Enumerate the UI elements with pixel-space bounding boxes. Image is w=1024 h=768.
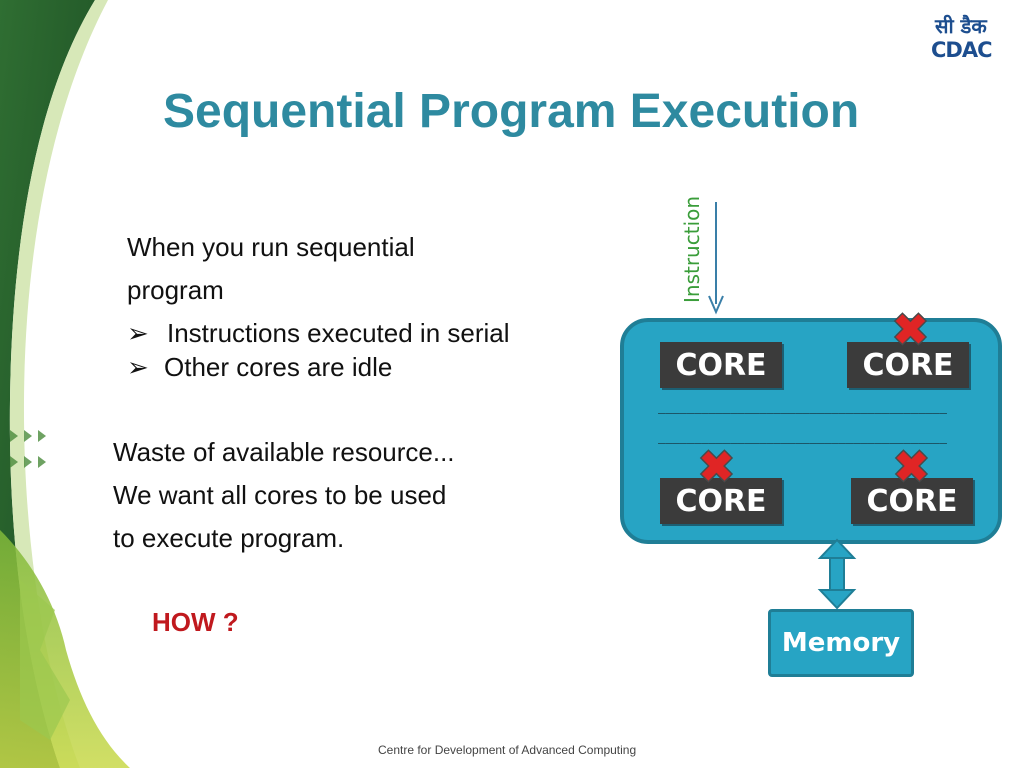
core-bottom-left: CORE <box>660 478 782 524</box>
body-line-2: program <box>127 275 224 305</box>
paragraph-line-2: We want all cores to be used <box>113 480 447 510</box>
paragraph-line-1: Waste of available resource... <box>113 437 455 467</box>
core-top-right: CORE <box>847 342 969 388</box>
x-mark-icon: ✖ <box>893 442 930 493</box>
memory-box: Memory <box>768 609 914 677</box>
x-mark-icon: ✖ <box>892 305 929 356</box>
core-top-left: CORE <box>660 342 782 388</box>
arrow-bullet-icon: ➢ <box>127 318 149 348</box>
how-question: HOW ? <box>152 607 239 637</box>
bullet-text-2: Other cores are idle <box>164 352 393 382</box>
cdac-logo: सी डैक CDAC <box>925 12 1005 64</box>
bullet-item-2: ➢ Other cores are idle <box>127 352 392 383</box>
x-mark-icon: ✖ <box>698 442 735 493</box>
arrow-bullet-icon: ➢ <box>127 352 149 382</box>
body-line-1: When you run sequential <box>127 232 415 262</box>
slide-title: Sequential Program Execution <box>163 85 860 138</box>
paragraph-line-3: to execute program. <box>113 523 345 553</box>
dashed-divider: –––––––––––––––––––––––––––––––––––––––– <box>658 436 947 450</box>
core-bottom-right: CORE <box>851 478 973 524</box>
bullet-text-1: Instructions executed in serial <box>167 318 510 348</box>
footer-text: Centre for Development of Advanced Compu… <box>378 743 637 757</box>
logo-english-text: CDAC <box>931 38 993 62</box>
dashed-divider: –––––––––––––––––––––––––––––––––––––––– <box>658 406 947 420</box>
logo-hindi-text: सी डैक <box>935 14 987 38</box>
instruction-label: Instruction <box>680 195 704 303</box>
bullet-item-1: ➢ Instructions executed in serial <box>127 318 510 349</box>
